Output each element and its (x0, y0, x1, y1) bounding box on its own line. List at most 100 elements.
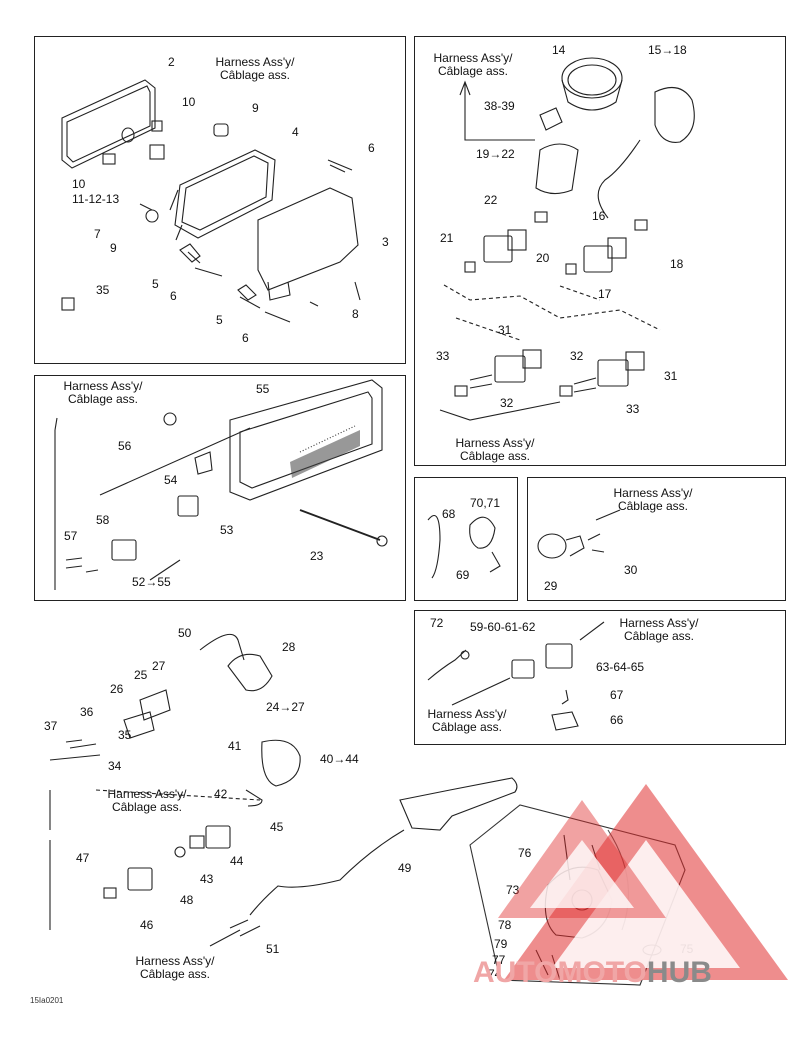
indicator-light-drawing (537, 533, 605, 559)
part-label: 42 (214, 787, 228, 801)
part-label: 32 (570, 349, 584, 363)
part-label: 33 (626, 402, 640, 416)
part-label: 51 (266, 942, 280, 956)
part-label: 20 (536, 251, 550, 265)
part-label: 56 (118, 439, 132, 453)
part-label: 32 (500, 396, 514, 410)
harness-label: Harness Ass'y/Câblage ass. (107, 787, 187, 814)
panel-connector (414, 610, 786, 745)
part-label: 58 (96, 513, 110, 527)
part-label: 69 (456, 568, 470, 582)
panel-strap (414, 477, 518, 601)
part-label: 55 (256, 382, 270, 396)
part-label: 41 (228, 739, 242, 753)
part-label: 59-60-61-62 (470, 620, 536, 634)
headlight-assembly-drawing (61, 79, 361, 323)
part-label: 3 (382, 235, 389, 249)
panel-taillight (34, 375, 406, 601)
strap-drawing (427, 515, 501, 579)
taillight-drawing (65, 379, 388, 581)
part-label: 2 (168, 55, 175, 69)
part-label: 9 (110, 241, 117, 255)
part-label: 78 (498, 918, 512, 932)
part-label: 6 (242, 331, 249, 345)
part-label: 46 (140, 918, 154, 932)
part-label: 21 (440, 231, 454, 245)
part-label: 30 (624, 563, 638, 577)
harness-label: Harness Ass'y/Câblage ass. (619, 616, 699, 643)
part-label: 49 (398, 861, 412, 875)
part-label: 9 (252, 101, 259, 115)
part-label: 53 (220, 523, 234, 537)
harness-label: Harness Ass'y/Câblage ass. (433, 51, 513, 78)
part-label: 68 (442, 507, 456, 521)
part-label: 31 (664, 369, 678, 383)
part-label: 16 (592, 209, 606, 223)
leader-arrows (54, 80, 621, 947)
part-label: 50 (178, 626, 192, 640)
part-label: 54 (164, 473, 178, 487)
part-label: 63-64-65 (596, 660, 645, 674)
part-label: 66 (610, 713, 624, 727)
part-label: 11-12-13 (72, 192, 120, 206)
watermark-logo (498, 784, 788, 980)
harness-label: Harness Ass'y/Câblage ass. (613, 486, 693, 513)
part-label: 72 (430, 616, 444, 630)
part-label: 26 (110, 682, 124, 696)
part-label: 10 (182, 95, 196, 109)
part-label: 76 (518, 846, 532, 860)
panel-headlight (34, 36, 406, 364)
part-label: 35 (96, 283, 110, 297)
part-label: 22 (484, 193, 498, 207)
part-label: 15→18 (648, 43, 687, 57)
part-label: 29 (544, 579, 558, 593)
harness-label: Harness Ass'y/Câblage ass. (215, 55, 295, 82)
part-label: 37 (44, 719, 58, 733)
part-label: 18 (670, 257, 684, 271)
part-label: 4 (292, 125, 299, 139)
part-label: 77 (492, 953, 506, 967)
part-label: 57 (64, 529, 78, 543)
part-label: 34 (108, 759, 122, 773)
part-label: 28 (282, 640, 296, 654)
part-label: 70,71 (470, 496, 501, 510)
drawing-code: 15Ia0201 (30, 996, 64, 1005)
part-label: 5 (216, 313, 223, 327)
connector-drawing (427, 643, 579, 731)
controls-drawing (49, 633, 518, 937)
part-label: 45 (270, 820, 284, 834)
part-label: 17 (598, 287, 612, 301)
part-label: 25 (134, 668, 148, 682)
part-label: 7 (94, 227, 101, 241)
gauges-drawing (443, 57, 695, 397)
part-label: 6 (170, 289, 177, 303)
panel-indicator (527, 477, 786, 601)
part-label: 40→44 (320, 752, 359, 766)
harness-label: Harness Ass'y/Câblage ass. (135, 954, 215, 981)
harness-label: Harness Ass'y/Câblage ass. (63, 379, 143, 406)
part-label: 24→27 (266, 700, 305, 714)
part-label: 31 (498, 323, 512, 337)
part-label: 73 (506, 883, 520, 897)
part-label: 47 (76, 851, 90, 865)
harness-label: Harness Ass'y/Câblage ass. (455, 436, 535, 463)
part-label: 79 (494, 937, 508, 951)
part-label: 36 (80, 705, 94, 719)
part-label: 48 (180, 893, 194, 907)
part-label: 10 (72, 177, 86, 191)
part-label: 74 (488, 967, 502, 981)
part-label: 6 (368, 141, 375, 155)
part-label: 44 (230, 854, 244, 868)
part-label: 33 (436, 349, 450, 363)
part-label: 27 (152, 659, 166, 673)
part-label: 43 (200, 872, 214, 886)
part-label: 52→55 (132, 575, 171, 589)
part-label: 23 (310, 549, 324, 563)
watermark-text: AUTOMOTOHUB (473, 956, 712, 989)
harness-label: Harness Ass'y/Câblage ass. (427, 707, 507, 734)
part-label: 14 (552, 43, 566, 57)
part-label: 35 (118, 728, 132, 742)
part-label: 5 (152, 277, 159, 291)
